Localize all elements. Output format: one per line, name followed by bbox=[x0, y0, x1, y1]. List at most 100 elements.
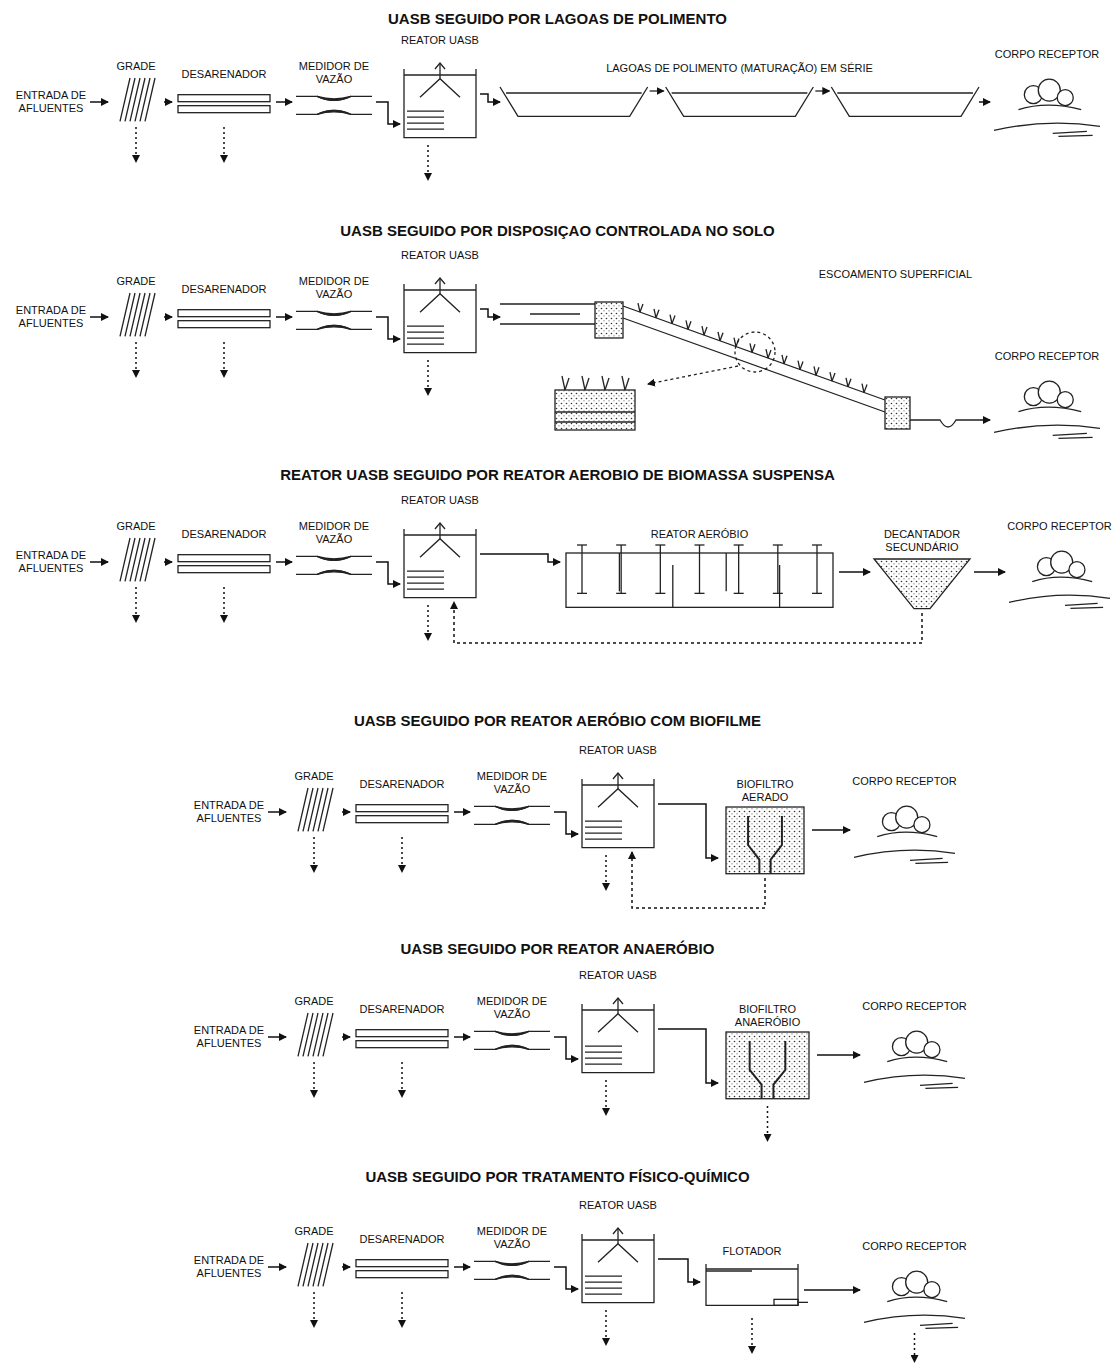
flow-arrow bbox=[979, 101, 990, 103]
inlet-label: ENTRADA DE AFLUENTES bbox=[12, 295, 90, 339]
grade-icon bbox=[108, 75, 164, 124]
flow-arrow bbox=[268, 1266, 286, 1268]
flow-arrow bbox=[268, 811, 286, 813]
unit-label: BIOFILTRO ANAERÓBIO bbox=[718, 1003, 817, 1028]
grade-icon bbox=[286, 785, 342, 834]
flow-arrow bbox=[658, 1029, 718, 1083]
unit-label: LAGOAS DE POLIMENTO (MATURAÇÃO) EM SÉRIE bbox=[500, 62, 979, 75]
process-unit: REATOR UASB bbox=[578, 1199, 658, 1307]
sludge-outlet bbox=[223, 587, 225, 622]
process-unit: GRADE bbox=[286, 1225, 342, 1289]
unit-label: DESARENADOR bbox=[172, 68, 276, 81]
flow-arrow bbox=[164, 101, 172, 103]
unit-label: ESCOAMENTO SUPERFICIAL bbox=[819, 268, 972, 281]
process-unit: MEDIDOR DE VAZÃO bbox=[470, 995, 554, 1059]
unit-label: GRADE bbox=[286, 1225, 342, 1238]
process-unit: REATOR AERÓBIO bbox=[560, 528, 839, 613]
sludge-outlet bbox=[767, 1106, 769, 1141]
process-unit: BIOFILTRO ANAERÓBIO bbox=[718, 1003, 817, 1103]
flow-arrow bbox=[480, 554, 560, 562]
inlet-label: ENTRADA DE AFLUENTES bbox=[12, 80, 90, 124]
unit-label: REATOR UASB bbox=[400, 34, 480, 47]
process-unit: REATOR UASB bbox=[400, 494, 480, 602]
flow-arrow bbox=[164, 316, 172, 318]
return-flow bbox=[454, 602, 922, 643]
bio-icon bbox=[718, 805, 812, 878]
flow-arrow bbox=[454, 811, 470, 813]
flow-arrow bbox=[164, 561, 172, 563]
flow-arrow bbox=[376, 562, 400, 584]
row-title: UASB SEGUIDO POR TRATAMENTO FÍSICO-QUÍMI… bbox=[0, 1168, 1115, 1185]
flow-arrow bbox=[658, 1259, 700, 1282]
corpo-icon bbox=[860, 1015, 969, 1090]
bio-icon bbox=[718, 1030, 817, 1103]
sludge-outlet bbox=[135, 342, 137, 377]
flow-arrow bbox=[342, 1266, 350, 1268]
sludge-outlet bbox=[313, 1062, 315, 1097]
flow-arrow bbox=[812, 829, 850, 831]
flow-arrow bbox=[480, 94, 500, 102]
med-icon bbox=[470, 1252, 554, 1289]
flow-arrow bbox=[276, 316, 292, 318]
unit-label: ENTRADA DE AFLUENTES bbox=[12, 89, 90, 114]
corpo-icon bbox=[1005, 535, 1114, 610]
process-unit: DESARENADOR bbox=[172, 283, 276, 339]
unit-label: CORPO RECEPTOR bbox=[860, 1000, 969, 1013]
flow-arrow bbox=[658, 804, 718, 858]
inlet-label: ENTRADA DE AFLUENTES bbox=[12, 540, 90, 584]
process-unit: CORPO RECEPTOR bbox=[860, 1000, 969, 1090]
process-unit: GRADE bbox=[108, 60, 164, 124]
flow-arrow bbox=[90, 101, 108, 103]
unit-label: DESARENADOR bbox=[350, 778, 454, 791]
slope-icon bbox=[500, 262, 980, 437]
unit-label: CORPO RECEPTOR bbox=[860, 1240, 969, 1253]
med-icon bbox=[470, 797, 554, 834]
grade-icon bbox=[286, 1010, 342, 1059]
unit-label: CORPO RECEPTOR bbox=[1005, 520, 1114, 533]
med-icon bbox=[292, 302, 376, 339]
sludge-outlet bbox=[751, 1318, 753, 1353]
unit-label: REATOR UASB bbox=[578, 744, 658, 757]
sludge-outlet bbox=[914, 1333, 916, 1362]
process-unit: DESARENADOR bbox=[172, 68, 276, 124]
desar-icon bbox=[350, 1248, 454, 1289]
unit-label: MEDIDOR DE VAZÃO bbox=[470, 770, 554, 795]
flow-arrow bbox=[980, 419, 990, 421]
unit-label: ENTRADA DE AFLUENTES bbox=[12, 304, 90, 329]
flow-arrow bbox=[276, 561, 292, 563]
flow-arrow bbox=[376, 102, 400, 124]
flow-arrow bbox=[804, 1289, 860, 1291]
process-unit: DECANTADOR SECUNDÁRIO bbox=[870, 528, 974, 613]
uasb-icon bbox=[400, 61, 480, 142]
unit-label: CORPO RECEPTOR bbox=[850, 775, 959, 788]
process-unit: MEDIDOR DE VAZÃO bbox=[292, 275, 376, 339]
row-title: REATOR UASB SEGUIDO POR REATOR AEROBIO D… bbox=[0, 466, 1115, 483]
uasb-icon bbox=[400, 276, 480, 357]
process-unit: CORPO RECEPTOR bbox=[1005, 520, 1114, 610]
unit-label: GRADE bbox=[286, 995, 342, 1008]
row-title: UASB SEGUIDO POR REATOR ANAERÓBIO bbox=[0, 940, 1115, 957]
unit-label: CORPO RECEPTOR bbox=[990, 48, 1104, 61]
process-unit: CORPO RECEPTOR bbox=[990, 350, 1104, 440]
unit-label: FLOTADOR bbox=[700, 1245, 804, 1258]
flow-arrow bbox=[376, 317, 400, 339]
desar-icon bbox=[172, 83, 276, 124]
flow-arrow bbox=[454, 1266, 470, 1268]
desar-icon bbox=[350, 793, 454, 834]
process-unit: REATOR UASB bbox=[578, 969, 658, 1077]
uasb-icon bbox=[578, 996, 658, 1077]
process-unit: BIOFILTRO AERADO bbox=[718, 778, 812, 878]
unit-label: GRADE bbox=[108, 520, 164, 533]
uasb-icon bbox=[578, 1226, 658, 1307]
flow-arrow bbox=[554, 1037, 578, 1059]
process-unit: CORPO RECEPTOR bbox=[850, 775, 959, 865]
flow-arrow bbox=[268, 1036, 286, 1038]
sludge-outlet bbox=[135, 587, 137, 622]
unit-label: DESARENADOR bbox=[172, 283, 276, 296]
sludge-outlet bbox=[427, 360, 429, 395]
inlet-label: ENTRADA DE AFLUENTES bbox=[190, 790, 268, 834]
dec-icon bbox=[870, 555, 974, 613]
sludge-outlet bbox=[605, 1080, 607, 1115]
uasb-icon bbox=[400, 521, 480, 602]
